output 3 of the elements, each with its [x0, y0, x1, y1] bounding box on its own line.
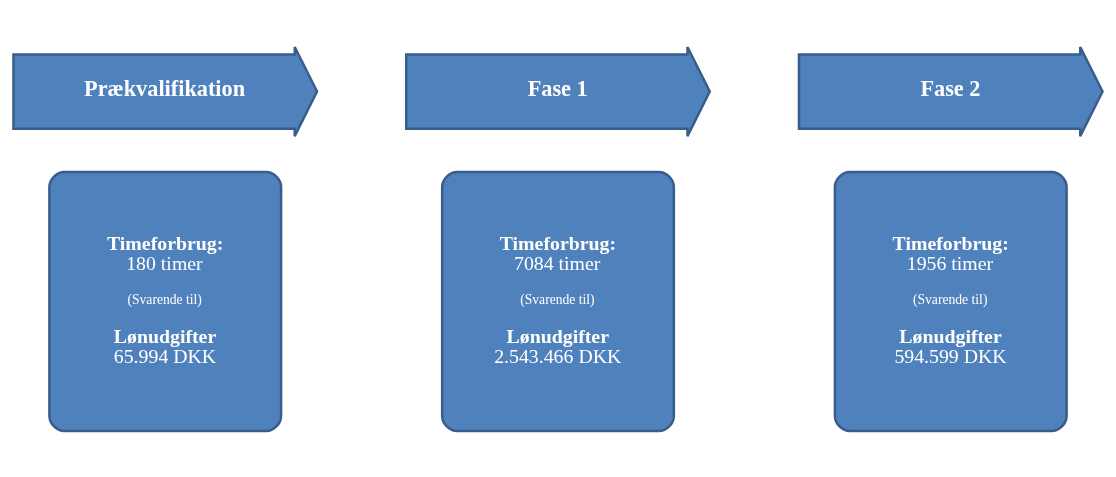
node-box: Timeforbrug: 180 timer (Svarende til) Lønudgifter 65.994 DKK [48, 170, 283, 432]
node-box: Timeforbrug: 7084 timer (Svarende til) Lønudgifter 2.543.466 DKK [440, 170, 676, 432]
node-box: Timeforbrug: 1956 timer (Svarende til) Lønudgifter 594.599 DKK [833, 170, 1068, 432]
